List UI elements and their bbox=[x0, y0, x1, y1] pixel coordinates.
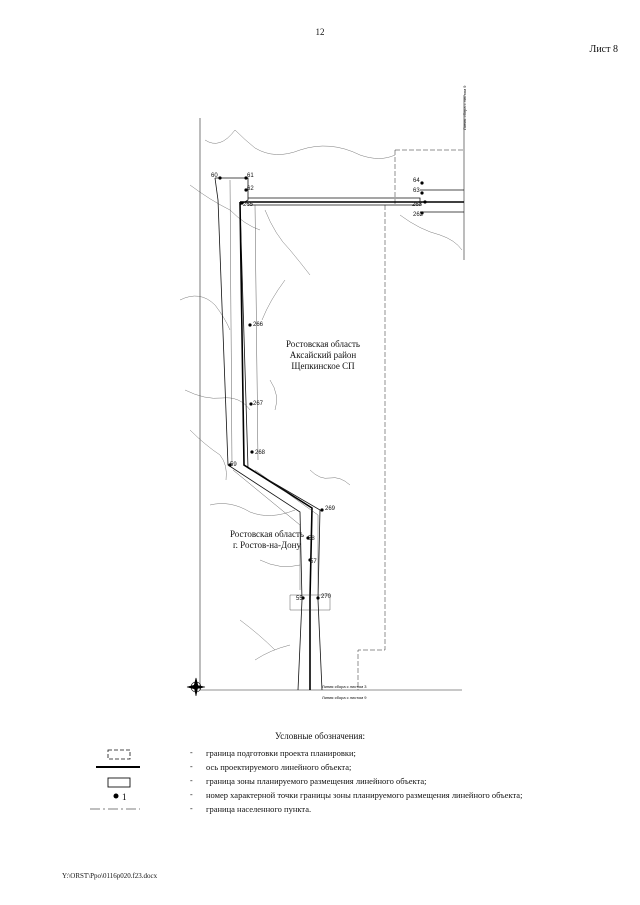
point-label: 270 bbox=[321, 594, 332, 600]
legend-text: граница подготовки проекта планировки; bbox=[206, 748, 356, 758]
point-label: 61 bbox=[247, 173, 254, 179]
legend-item: - граница населенного пункта. bbox=[60, 804, 620, 817]
point-label: 269 bbox=[325, 506, 336, 512]
page-number: 12 bbox=[315, 27, 325, 37]
point-label: 57 bbox=[310, 559, 317, 565]
legend-item: - ось проектируемого линейного объекта; bbox=[60, 762, 620, 775]
file-path: Y:\ORST\Ppo\0116p020.f23.docx bbox=[62, 872, 158, 880]
point-label: 60 bbox=[211, 173, 218, 179]
side-note: Линия сбора с листом 3 bbox=[322, 684, 367, 689]
solid-rect-icon bbox=[107, 777, 131, 788]
legend-text: номер характерной точки границы зоны пла… bbox=[206, 790, 523, 800]
point-markers bbox=[218, 176, 427, 600]
point-label: 265 bbox=[243, 202, 254, 208]
legend-text: ось проектируемого линейного объекта; bbox=[206, 762, 352, 772]
legend-item: - граница зоны планируемого размещения л… bbox=[60, 776, 620, 789]
placement-zone bbox=[214, 177, 464, 691]
legend-title: Условные обозначения: bbox=[274, 731, 365, 741]
thick-line-icon bbox=[96, 766, 140, 768]
region-label-rostov: Ростовская область г. Ростов-на-Дону bbox=[230, 529, 304, 550]
point-label: 263 bbox=[412, 202, 423, 208]
point-label: 63 bbox=[413, 188, 420, 194]
point-label: 64 bbox=[413, 178, 420, 184]
point-label: 267 bbox=[253, 401, 264, 407]
planning-boundary bbox=[357, 149, 464, 690]
side-note: Линия сбора с листом 9 bbox=[462, 85, 467, 130]
point-label: 59 bbox=[230, 462, 237, 468]
legend-text: граница населенного пункта. bbox=[206, 804, 312, 814]
point-label: 55 bbox=[296, 596, 303, 602]
legend-marker-label: 1 bbox=[122, 792, 127, 802]
dashed-rect-icon bbox=[107, 749, 131, 760]
point-label: 266 bbox=[253, 322, 264, 328]
point-label: 62 bbox=[247, 186, 254, 192]
compass-rose-icon bbox=[186, 677, 206, 697]
project-axis bbox=[239, 201, 464, 690]
dash-dot-line-icon bbox=[90, 808, 140, 810]
legend-item: - граница подготовки проекта планировки; bbox=[60, 748, 620, 761]
side-note: Линия сбора с листом 9 bbox=[322, 695, 367, 700]
point-marker-icon: 1 bbox=[113, 792, 127, 802]
point-label: 58 bbox=[308, 536, 315, 542]
point-label: 268 bbox=[255, 450, 266, 456]
terrain-contours bbox=[179, 129, 463, 661]
legend-item: 1 - номер характерной точки границы зоны… bbox=[60, 790, 620, 803]
point-label: 262 bbox=[413, 212, 424, 218]
region-label-aksai: Ростовская область Аксайский район Щепки… bbox=[286, 339, 360, 371]
legend-text: граница зоны планируемого размещения лин… bbox=[206, 776, 427, 786]
sheet-label: Лист 8 bbox=[589, 44, 618, 55]
